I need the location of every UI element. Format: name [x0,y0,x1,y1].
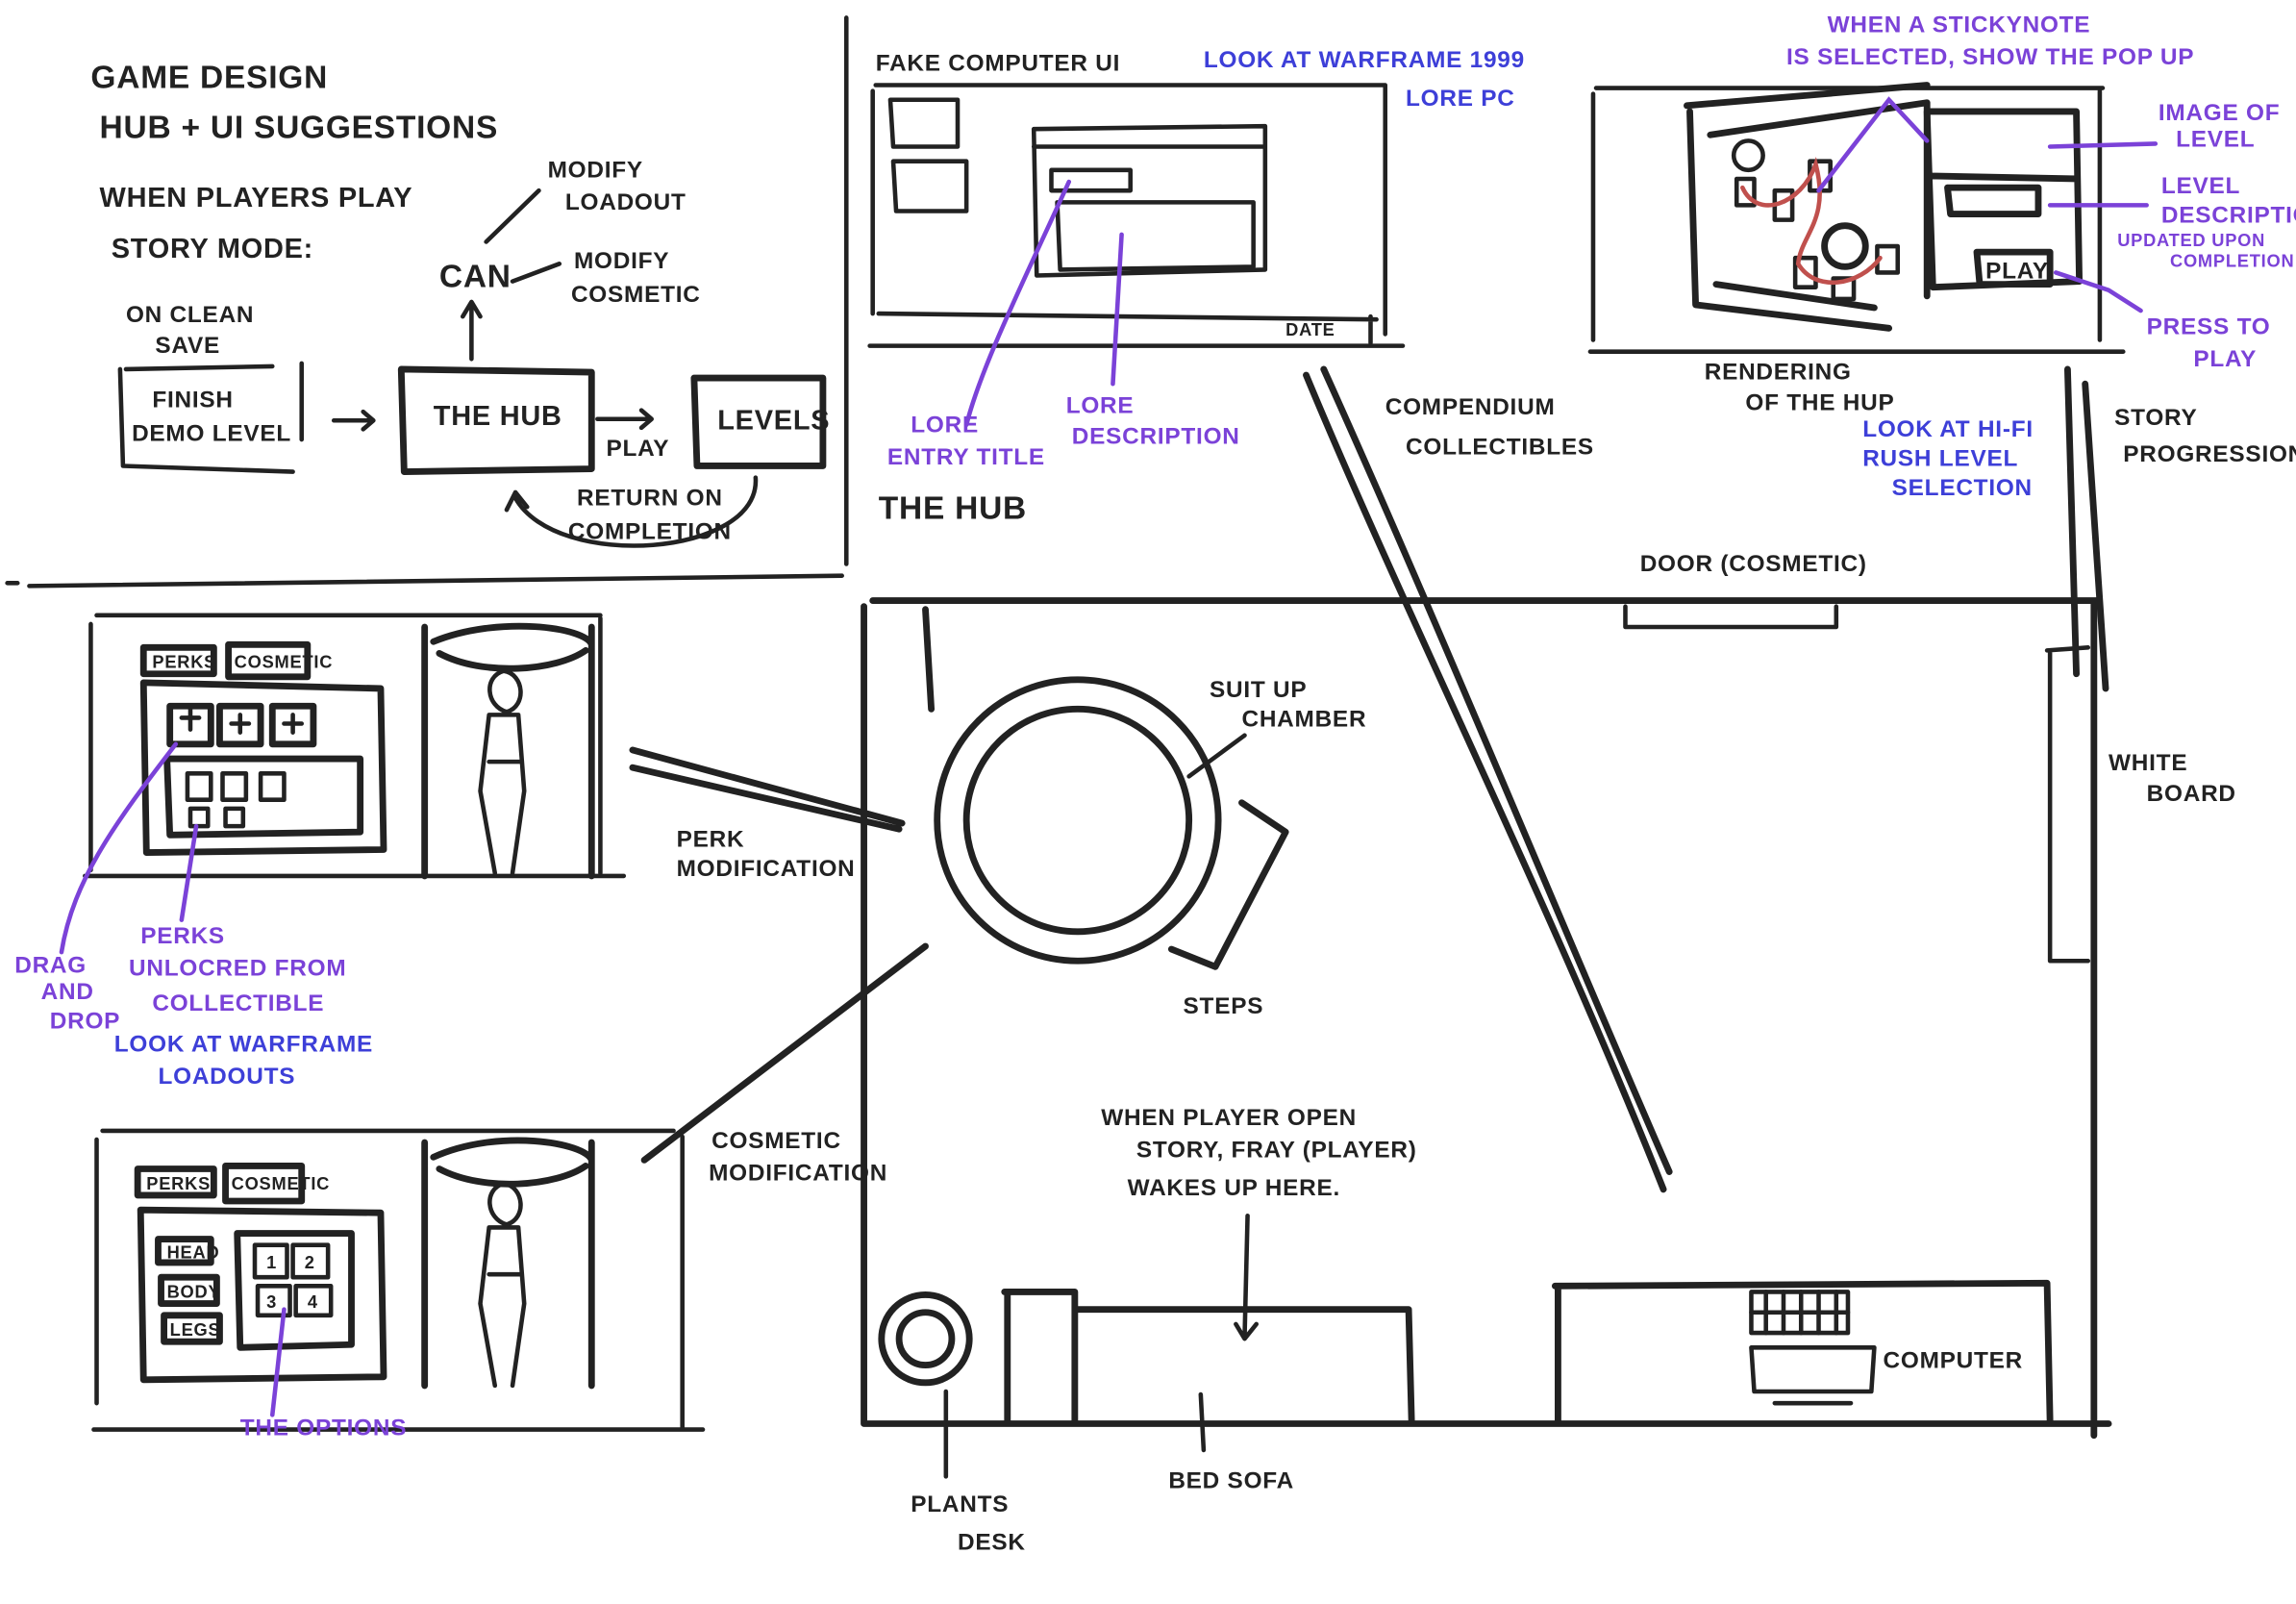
image-of-level-1: IMAGE OF [2159,100,2281,126]
the-hub-box-label: THE HUB [434,401,562,432]
legs-option: LEGS [170,1319,221,1340]
level-desc-4: COMPLETION [2170,250,2294,270]
perks-unlocked-2: UNLOCRED FROM [129,955,346,981]
flow-section: GAME DESIGN HUB + UI SUGGESTIONS WHEN PL… [90,61,830,548]
can-label: CAN [439,260,512,295]
lore-entry-title-1: LORE [911,412,979,438]
level-select-sketch: WHEN A STICKYNOTE IS SELECTED, SHOW THE … [1587,13,2296,501]
story-mode-line2: STORY MODE: [112,234,313,264]
hifi-rush-ref-2: RUSH LEVEL [1862,445,2018,471]
date-label: DATE [1285,319,1335,339]
perk-mod-1: PERK [677,826,745,852]
story-progression-2: PROGRESSION [2123,441,2296,467]
play-arrow-label: PLAY [607,436,670,462]
fake-computer-ui-sketch: FAKE COMPUTER UI LOOK AT WARFRAME 1999 L… [867,47,1525,526]
steps-label: STEPS [1184,993,1264,1019]
return-1: RETURN ON [577,486,723,512]
slot-1: 1 [266,1252,277,1272]
warframe-1999-ref-2: LORE PC [1406,86,1515,112]
warframe-1999-ref-1: LOOK AT WARFRAME 1999 [1204,47,1525,73]
the-options-label: THE OPTIONS [240,1416,407,1441]
stickynote-note-2: IS SELECTED, SHOW THE POP UP [1786,44,2194,70]
cosmetic-ui-sketch: PERKS COSMETIC HEAD BODY LEGS 1 2 3 4 TH… [91,1128,706,1441]
slot-3: 3 [266,1291,277,1312]
the-hub-section-label: THE HUB [879,490,1027,526]
hifi-rush-ref-3: SELECTION [1892,475,2033,501]
finish-demo-2: DEMO LEVEL [132,421,291,447]
cosmetic-mod-2: MODIFICATION [709,1161,887,1187]
desk-label: DESK [958,1529,1026,1555]
clean-save-2: SAVE [155,333,220,359]
perks-unlocked-1: PERKS [140,923,225,949]
lore-entry-title-2: ENTRY TITLE [887,444,1045,470]
modify-cosmetic-2: COSMETIC [571,282,701,308]
title-line1: GAME DESIGN [90,61,328,96]
head-option: HEAD [167,1241,220,1262]
wake-up-3: WAKES UP HERE. [1128,1175,1340,1201]
modify-loadout-1: MODIFY [548,157,643,183]
wake-up-1: WHEN PLAYER OPEN [1101,1105,1357,1131]
white-board-1: WHITE [2109,750,2187,776]
lore-description-1: LORE [1066,393,1135,419]
tab-cosmetic: COSMETIC [235,652,333,672]
wake-up-2: STORY, FRAY (PLAYER) [1136,1137,1417,1163]
door-label: DOOR (COSMETIC) [1640,551,1867,577]
plants-label: PLANTS [911,1491,1009,1517]
section-dividers [5,15,849,589]
press-to-play-1: PRESS TO [2147,313,2271,339]
stickynote-note-1: WHEN A STICKYNOTE [1828,13,2091,38]
warframe-loadouts-ref-1: LOOK AT WARFRAME [114,1032,373,1058]
image-of-level-2: LEVEL [2176,126,2255,152]
modify-loadout-2: LOADOUT [565,189,686,215]
hifi-rush-ref-1: LOOK AT HI-FI [1862,416,2034,442]
perks-unlocked-3: COLLECTIBLE [152,990,324,1016]
bed-sofa-label: BED SOFA [1168,1468,1294,1494]
story-mode-line1: WHEN PLAYERS PLAY [100,183,413,213]
slot-4: 4 [308,1291,318,1312]
slot-2: 2 [305,1252,315,1272]
fake-computer-title: FAKE COMPUTER UI [876,50,1120,76]
level-desc-3: UPDATED UPON [2117,230,2265,250]
perks-ui-sketch: PERKS COSMETIC DRAG AND DROP PERKS UNLOC… [14,613,627,1090]
suit-up-1: SUIT UP [1210,677,1307,703]
level-desc-1: LEVEL [2161,173,2240,199]
computer-label: COMPUTER [1884,1348,2023,1374]
finish-demo-1: FINISH [152,388,233,414]
levels-box-label: LEVELS [717,405,830,436]
tab-cosmetic: COSMETIC [232,1173,330,1193]
rendering-2: OF THE HUP [1745,390,1894,416]
hub-floor-plan: COMPENDIUM COLLECTIBLES STORY PROGRESSIO… [629,365,2296,1555]
lore-description-2: DESCRIPTION [1072,424,1240,450]
modify-cosmetic-1: MODIFY [574,248,669,274]
cosmetic-mod-1: COSMETIC [711,1128,841,1154]
level-desc-2: DESCRIPTION [2161,203,2296,229]
compendium-2: COLLECTIBLES [1406,434,1594,460]
tab-perks: PERKS [152,652,216,672]
drag-drop-1: DRAG [14,952,87,978]
suit-up-2: CHAMBER [1241,707,1366,733]
drag-drop-2: AND [41,979,94,1005]
story-progression-1: STORY [2114,405,2197,431]
rendering-1: RENDERING [1705,360,1852,386]
return-2: COMPLETION [568,519,732,545]
tab-perks: PERKS [146,1173,211,1193]
clean-save-1: ON CLEAN [126,302,254,328]
perk-mod-2: MODIFICATION [677,856,856,882]
body-option: BODY [167,1282,221,1302]
warframe-loadouts-ref-2: LOADOUTS [158,1064,295,1090]
drag-drop-3: DROP [50,1008,120,1034]
compendium-1: COMPENDIUM [1385,394,1556,420]
white-board-2: BOARD [2147,781,2236,807]
press-to-play-2: PLAY [2193,346,2257,372]
play-button-sketch: PLAY [1985,259,2049,285]
title-line2: HUB + UI SUGGESTIONS [100,110,499,145]
